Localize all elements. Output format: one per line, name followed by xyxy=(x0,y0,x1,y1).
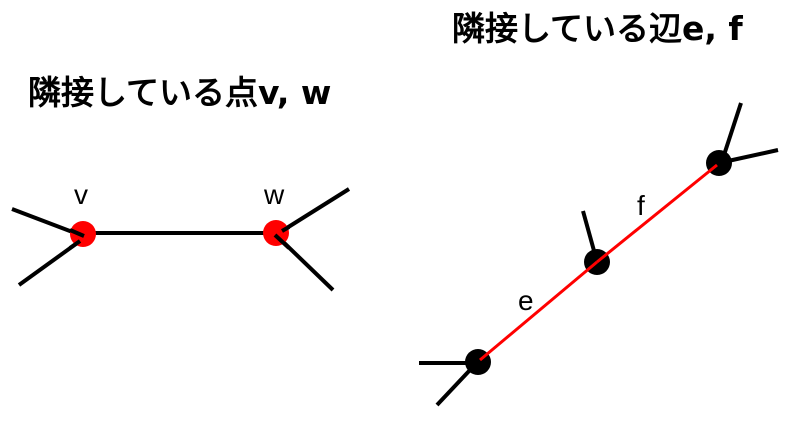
stub-edge xyxy=(435,368,472,407)
stub-edge-overlay xyxy=(68,239,82,250)
edge-f xyxy=(596,163,718,264)
stub-edge xyxy=(17,239,82,287)
stub-edge-overlay xyxy=(273,233,291,250)
title-adjacent-vertices: 隣接している点v, w xyxy=(28,73,332,112)
edge-label-e: e xyxy=(518,285,534,316)
vertex-label-w: w xyxy=(263,179,285,210)
edge-label-f: f xyxy=(637,190,645,221)
title-adjacent-edges: 隣接している辺e, f xyxy=(452,9,743,48)
stub-edge-overlay xyxy=(281,225,290,233)
stub-edge xyxy=(280,187,351,233)
edge-e xyxy=(479,260,598,362)
right-graph: e f xyxy=(419,102,779,407)
stub-edge xyxy=(727,148,779,163)
left-graph: v w xyxy=(11,179,351,292)
stub-edge xyxy=(722,102,743,156)
vertex-label-v: v xyxy=(74,179,88,210)
stub-edge-overlay xyxy=(69,228,85,238)
